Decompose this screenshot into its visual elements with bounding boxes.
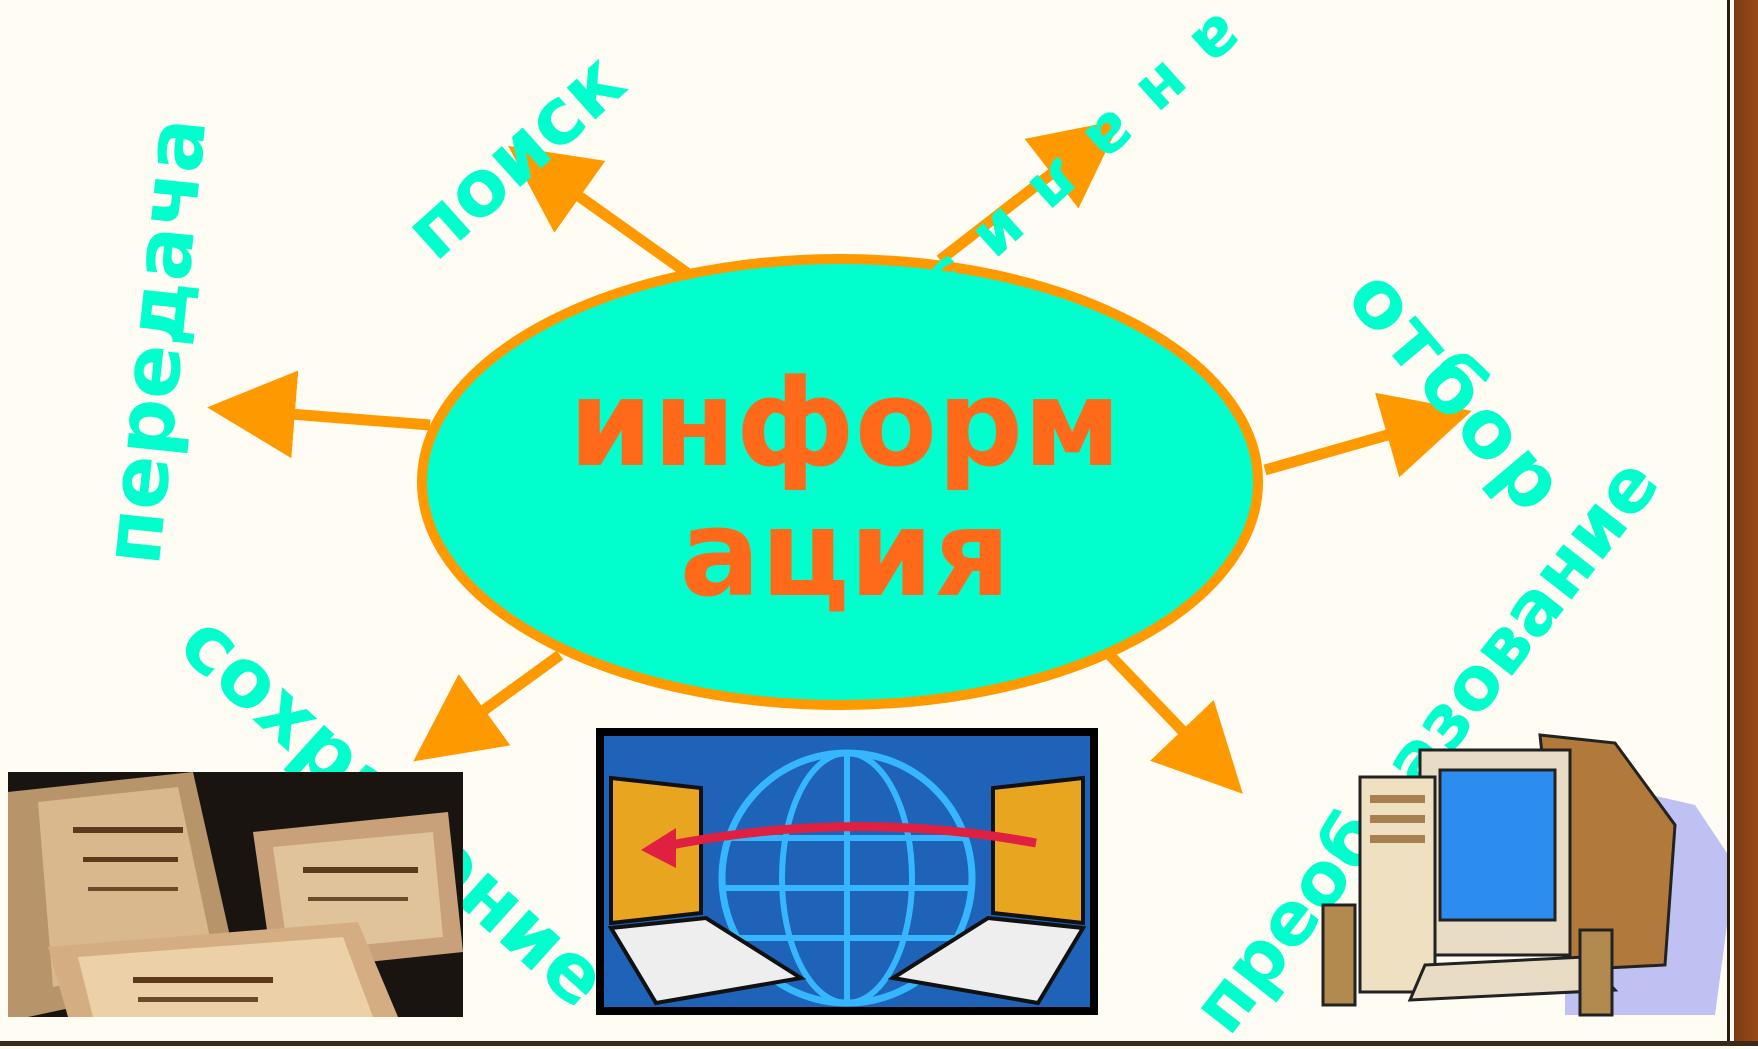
books-photo	[8, 772, 463, 1017]
book-line	[133, 977, 273, 983]
center-label-line2: ация	[679, 484, 1011, 624]
transfer-arrow	[655, 822, 1037, 853]
slide-bottom-border	[0, 1041, 1758, 1046]
center-label-line1: информ	[568, 355, 1122, 494]
speaker-right	[1578, 928, 1614, 1017]
system-unit	[1358, 775, 1437, 994]
book-line	[73, 827, 183, 833]
book-line	[83, 857, 178, 862]
book-line	[88, 887, 178, 891]
arrow-peredacha	[207, 370, 431, 459]
arrow-preobrazovanie	[1101, 646, 1243, 794]
book-line	[308, 897, 408, 901]
network-globe-icon	[596, 728, 1098, 1015]
arrow-analiz	[936, 119, 1122, 265]
book-page-right-inner	[273, 832, 443, 952]
arrow-sohranenie	[413, 650, 564, 762]
book-line	[303, 867, 418, 873]
desktop-computer-icon	[1315, 725, 1735, 1025]
laptop-left-keyboard	[607, 915, 807, 1006]
monitor-screen	[1438, 768, 1557, 922]
center-label: информ ация	[495, 360, 1195, 619]
arrow-poisk	[508, 145, 694, 280]
arrow-otbor	[1263, 392, 1472, 478]
laptop-right-screen	[991, 775, 1085, 926]
slide-right-border	[1727, 0, 1758, 1046]
center-ellipse	[417, 254, 1263, 710]
book-line	[138, 997, 258, 1002]
speaker-left	[1321, 903, 1357, 1007]
keyboard	[1407, 955, 1619, 1002]
laptop-right-keyboard	[887, 915, 1087, 1006]
